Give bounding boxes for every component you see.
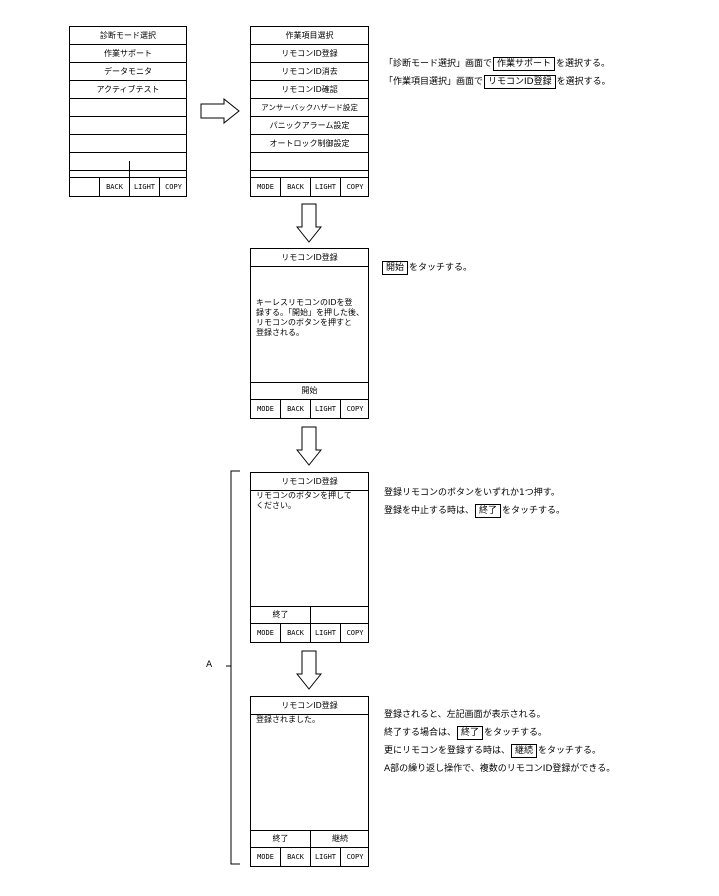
down-arrow-icon [296, 426, 322, 466]
footer-bar: MODE BACK LIGHT COPY [251, 399, 368, 418]
menu-item-empty [70, 135, 186, 153]
description-line: リモコンのボタンを押すと [256, 318, 352, 327]
key-label-remote-id-register: リモコンID登録 [484, 75, 556, 89]
menu-item-remote-id-erase[interactable]: リモコンID消去 [251, 63, 368, 81]
key-label-end: 終了 [457, 726, 484, 740]
instruction-line: 終了する場合は、 終了 をタッチする。 [384, 726, 548, 740]
description-line: キーレスリモコンのIDを登 [256, 298, 353, 307]
instruction-step1: 「診断モード選択」画面で 作業サポート を選択する。 「作業項目選択」画面で リ… [384, 55, 611, 91]
button-row: 終了 継続 [251, 830, 368, 847]
instruction-step2: 開始 をタッチする。 [381, 259, 472, 277]
instruction-line: 更にリモコンを登録する時は、 継続 をタッチする。 [384, 744, 602, 758]
down-arrow-icon [296, 650, 322, 690]
copy-button[interactable]: COPY [346, 853, 364, 861]
key-label-start: 開始 [382, 261, 409, 275]
footer-bar: BACK LIGHT COPY [70, 177, 186, 196]
light-button[interactable]: LIGHT [314, 853, 337, 861]
screen-diagnosis-mode-select: 診断モード選択 作業サポート データモニタ アクティブテスト BACK LIGH… [69, 26, 187, 197]
screen-title: リモコンID登録 [251, 697, 368, 715]
menu-item-empty [251, 153, 368, 171]
copy-button[interactable]: COPY [346, 405, 364, 413]
back-button[interactable]: BACK [287, 405, 304, 413]
back-button[interactable]: BACK [287, 629, 304, 637]
menu-item-auto-lock[interactable]: オートロック制御設定 [251, 135, 368, 153]
footer-bar: MODE BACK LIGHT COPY [251, 177, 368, 196]
key-label-end: 終了 [475, 504, 502, 518]
mode-button[interactable]: MODE [257, 405, 274, 413]
menu-item-empty [70, 99, 186, 117]
screen-description: リモコンのボタンを押して ください。 [256, 491, 368, 511]
bracket-label: A [206, 660, 213, 670]
screen-title: リモコンID登録 [251, 473, 368, 491]
menu-item-remote-id-confirm[interactable]: リモコンID確認 [251, 81, 368, 99]
instruction-line: 登録を中止する時は、 終了 をタッチする。 [384, 504, 566, 518]
menu-item-active-test[interactable]: アクティブテスト [70, 81, 186, 99]
instruction-line: 「診断モード選択」画面で 作業サポート を選択する。 [384, 57, 611, 71]
menu-item-answerback-hazard[interactable]: アンサーバックハザード設定 [251, 99, 368, 117]
footer-blank-key [70, 178, 99, 196]
instruction-line: 「作業項目選択」画面で リモコンID登録 を選択する。 [384, 75, 611, 89]
screen-title: 作業項目選択 [251, 27, 368, 45]
menu-item-work-support[interactable]: 作業サポート [70, 45, 186, 63]
key-label-continue: 継続 [511, 744, 538, 758]
description-line: 登録される。 [256, 328, 304, 337]
light-button[interactable]: LIGHT [133, 183, 156, 191]
bracket-a [226, 470, 240, 865]
button-row: 終了 [251, 606, 368, 623]
back-button[interactable]: BACK [106, 183, 123, 191]
description-line: 登録されました。 [256, 715, 320, 724]
light-button[interactable]: LIGHT [314, 405, 337, 413]
row-divider [129, 161, 130, 178]
right-arrow-icon [200, 98, 240, 124]
screen-remote-id-register-waiting: リモコンID登録 リモコンのボタンを押して ください。 終了 MODE BACK… [250, 472, 369, 643]
instruction-line: A部の繰り返し操作で、複数のリモコンID登録ができる。 [384, 764, 616, 774]
key-label-work-support: 作業サポート [493, 57, 556, 71]
screen-remote-id-register-start: リモコンID登録 キーレスリモコンのIDを登 録する。「開始」を押した後、 リモ… [250, 248, 369, 419]
description-line: リモコンのボタンを押して [256, 491, 352, 500]
menu-item-empty [70, 153, 186, 171]
continue-button[interactable]: 継続 [332, 834, 348, 843]
down-arrow-icon [296, 203, 322, 243]
screen-description: キーレスリモコンのIDを登 録する。「開始」を押した後、 リモコンのボタンを押す… [256, 298, 368, 338]
menu-item-data-monitor[interactable]: データモニタ [70, 63, 186, 81]
mode-button[interactable]: MODE [257, 853, 274, 861]
footer-bar: MODE BACK LIGHT COPY [251, 623, 368, 642]
copy-button[interactable]: COPY [346, 183, 364, 191]
menu-item-empty [70, 117, 186, 135]
copy-button[interactable]: COPY [346, 629, 364, 637]
screen-title: リモコンID登録 [251, 249, 368, 267]
instruction-line: 登録リモコンのボタンをいずれか1つ押す。 [384, 488, 560, 498]
screen-work-item-select: 作業項目選択 リモコンID登録 リモコンID消去 リモコンID確認 アンサーバッ… [250, 26, 369, 197]
description-line: 録する。「開始」を押した後、 [256, 308, 364, 317]
instruction-step3: 登録リモコンのボタンをいずれか1つ押す。 登録を中止する時は、 終了 をタッチす… [384, 484, 565, 520]
back-button[interactable]: BACK [287, 183, 304, 191]
mode-button[interactable]: MODE [257, 629, 274, 637]
light-button[interactable]: LIGHT [314, 183, 337, 191]
copy-button[interactable]: COPY [165, 183, 182, 191]
instruction-line: 開始 をタッチする。 [381, 259, 472, 277]
start-button[interactable]: 開始 [301, 386, 318, 395]
end-button[interactable]: 終了 [272, 834, 289, 843]
description-line: ください。 [256, 501, 296, 510]
menu-item-remote-id-register[interactable]: リモコンID登録 [251, 45, 368, 63]
back-button[interactable]: BACK [287, 853, 304, 861]
instruction-line: 登録されると、左記画面が表示される。 [384, 710, 546, 720]
mode-button[interactable]: MODE [257, 183, 274, 191]
screen-description: 登録されました。 [256, 715, 368, 725]
light-button[interactable]: LIGHT [314, 629, 337, 637]
menu-item-panic-alarm[interactable]: パニックアラーム設定 [251, 117, 368, 135]
footer-bar: MODE BACK LIGHT COPY [251, 847, 368, 866]
instruction-step4: 登録されると、左記画面が表示される。 終了する場合は、 終了 をタッチする。 更… [384, 706, 615, 778]
screen-title: 診断モード選択 [70, 27, 186, 45]
end-button[interactable]: 終了 [272, 610, 289, 619]
button-row: 開始 [251, 382, 368, 399]
screen-remote-id-register-done: リモコンID登録 登録されました。 終了 継続 MODE BACK LIGHT … [250, 696, 369, 867]
